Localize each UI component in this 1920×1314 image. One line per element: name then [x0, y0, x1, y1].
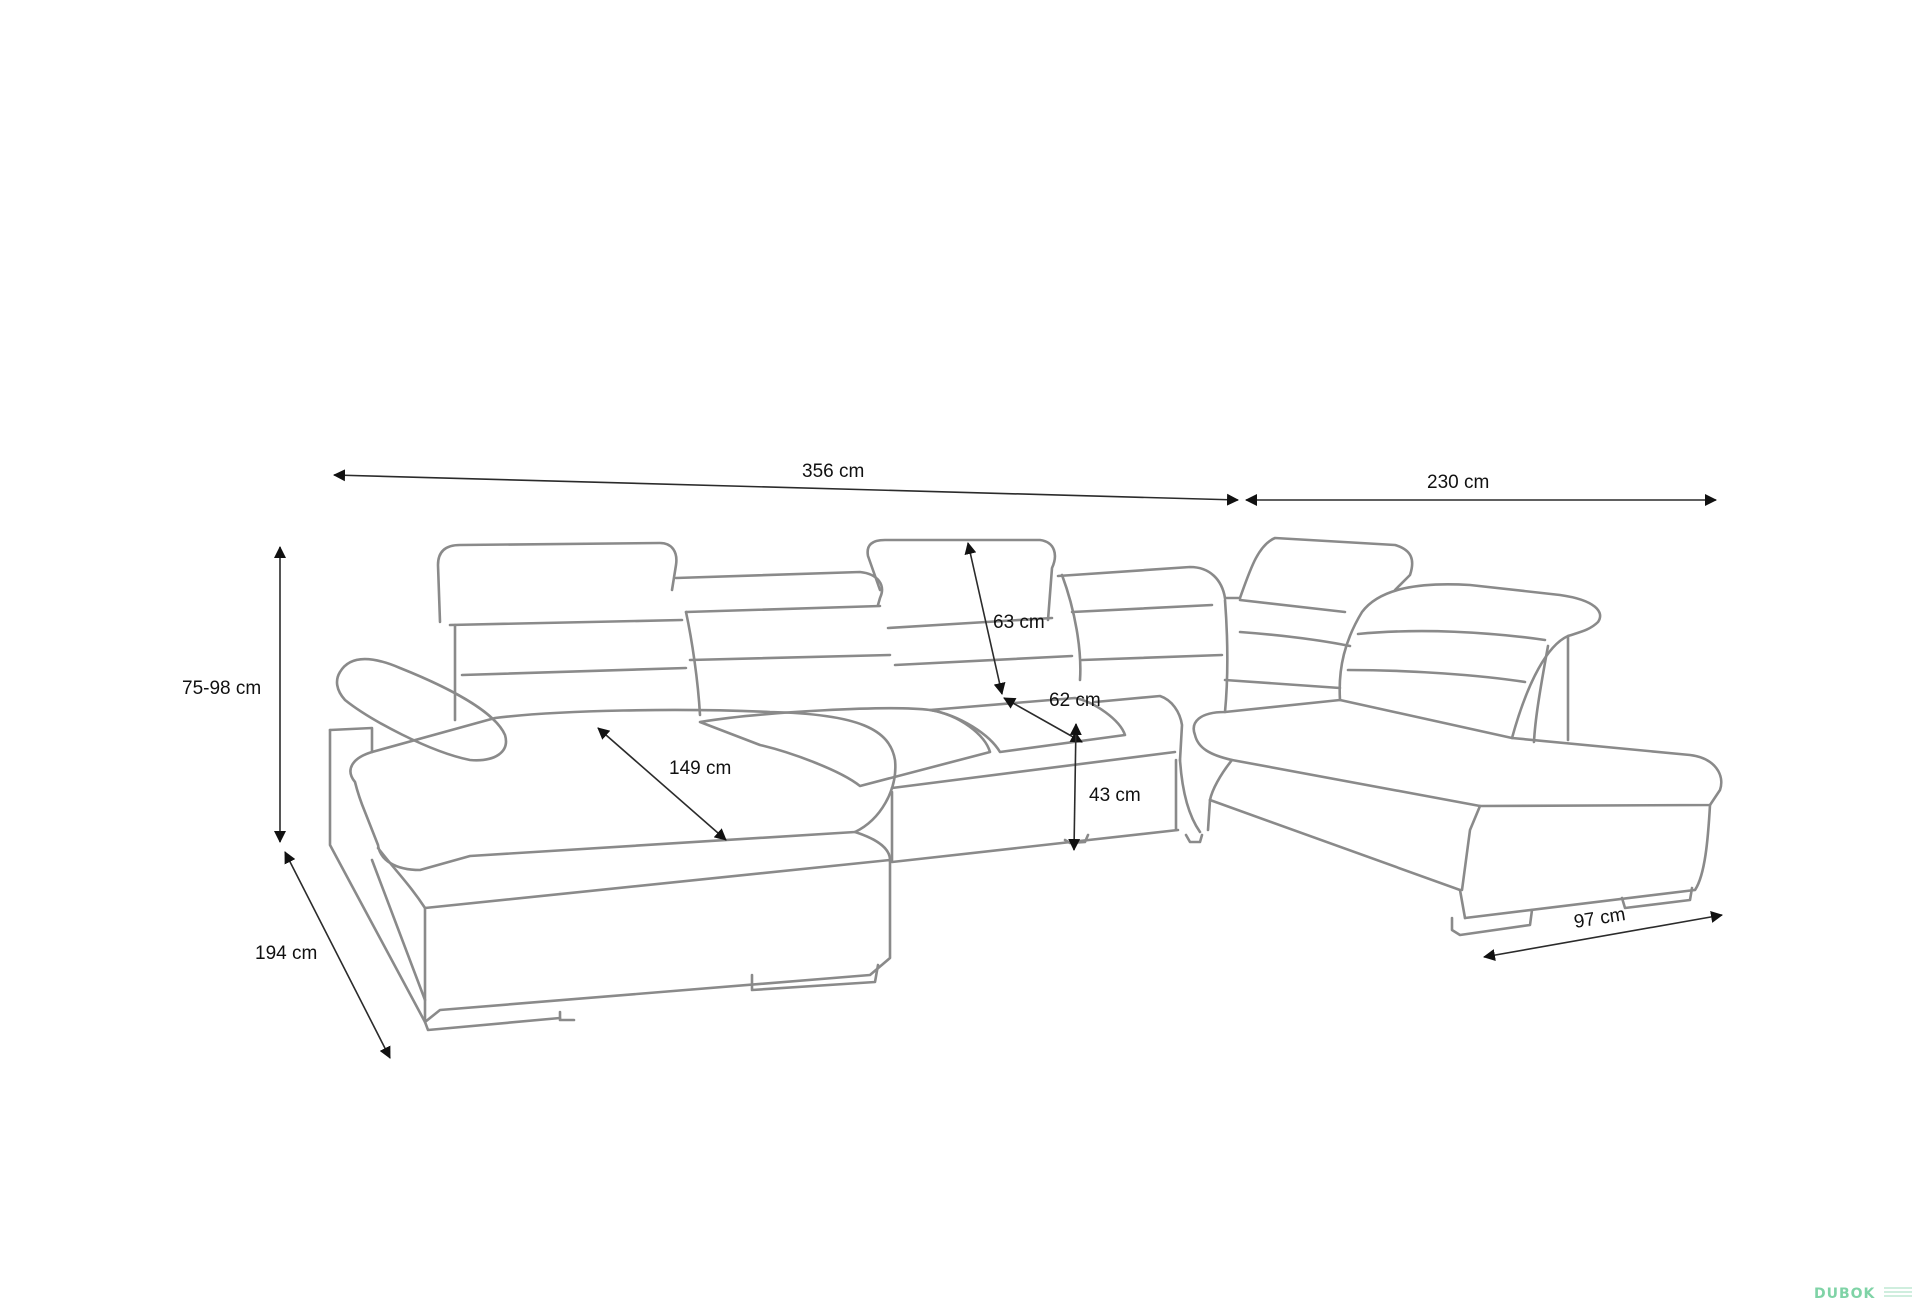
right-chaise-backrest: [1338, 583, 1602, 740]
dim-total-width-line: [333, 469, 1239, 506]
left-chaise-front: [423, 858, 892, 1024]
label-height: 75-98 cm: [182, 678, 261, 699]
right-chaise-seat: [1192, 698, 1723, 808]
middle-left-back: [674, 570, 884, 607]
middle-right-back: [1056, 565, 1227, 600]
label-back-height: 63 cm: [993, 612, 1045, 633]
dim-seat-height-line: [1068, 723, 1082, 851]
middle-backrest: [866, 538, 1057, 622]
dim-depth-right-line: [1483, 911, 1723, 961]
watermark-lines: [1884, 1287, 1912, 1297]
label-seat-depth: 62 cm: [1049, 690, 1101, 711]
right-corner-backrest: [1238, 536, 1414, 600]
dim-chaise-length-line: [597, 727, 727, 841]
left-backrest: [436, 541, 678, 624]
right-foot-2: [1620, 886, 1694, 910]
left-chaise-side: [328, 728, 562, 1032]
watermark-logo: DUBOK: [1814, 1286, 1912, 1302]
label-right-width: 230 cm: [1427, 472, 1489, 493]
label-chaise-length: 149 cm: [669, 758, 731, 779]
dimension-lines: [274, 469, 1723, 1059]
dimension-labels: 356 cm 230 cm 75-98 cm 194 cm 149 cm 63 …: [182, 461, 1627, 964]
watermark-text: DUBOK: [1814, 1286, 1876, 1302]
label-seat-height: 43 cm: [1089, 785, 1141, 806]
label-depth-right: 97 cm: [1572, 904, 1626, 933]
left-chaise-cushion: [349, 708, 897, 872]
label-depth-left: 194 cm: [255, 943, 317, 964]
dim-depth-left-line: [284, 851, 391, 1059]
left-foot-1: [750, 963, 880, 992]
dim-back-height-line: [964, 542, 1006, 695]
sofa-outline: [328, 536, 1723, 1032]
left-armrest-pillow: [335, 657, 508, 762]
middle-seat-cushion-2: [928, 696, 1127, 754]
left-foot-2: [558, 1010, 576, 1022]
label-total-width: 356 cm: [802, 461, 864, 482]
